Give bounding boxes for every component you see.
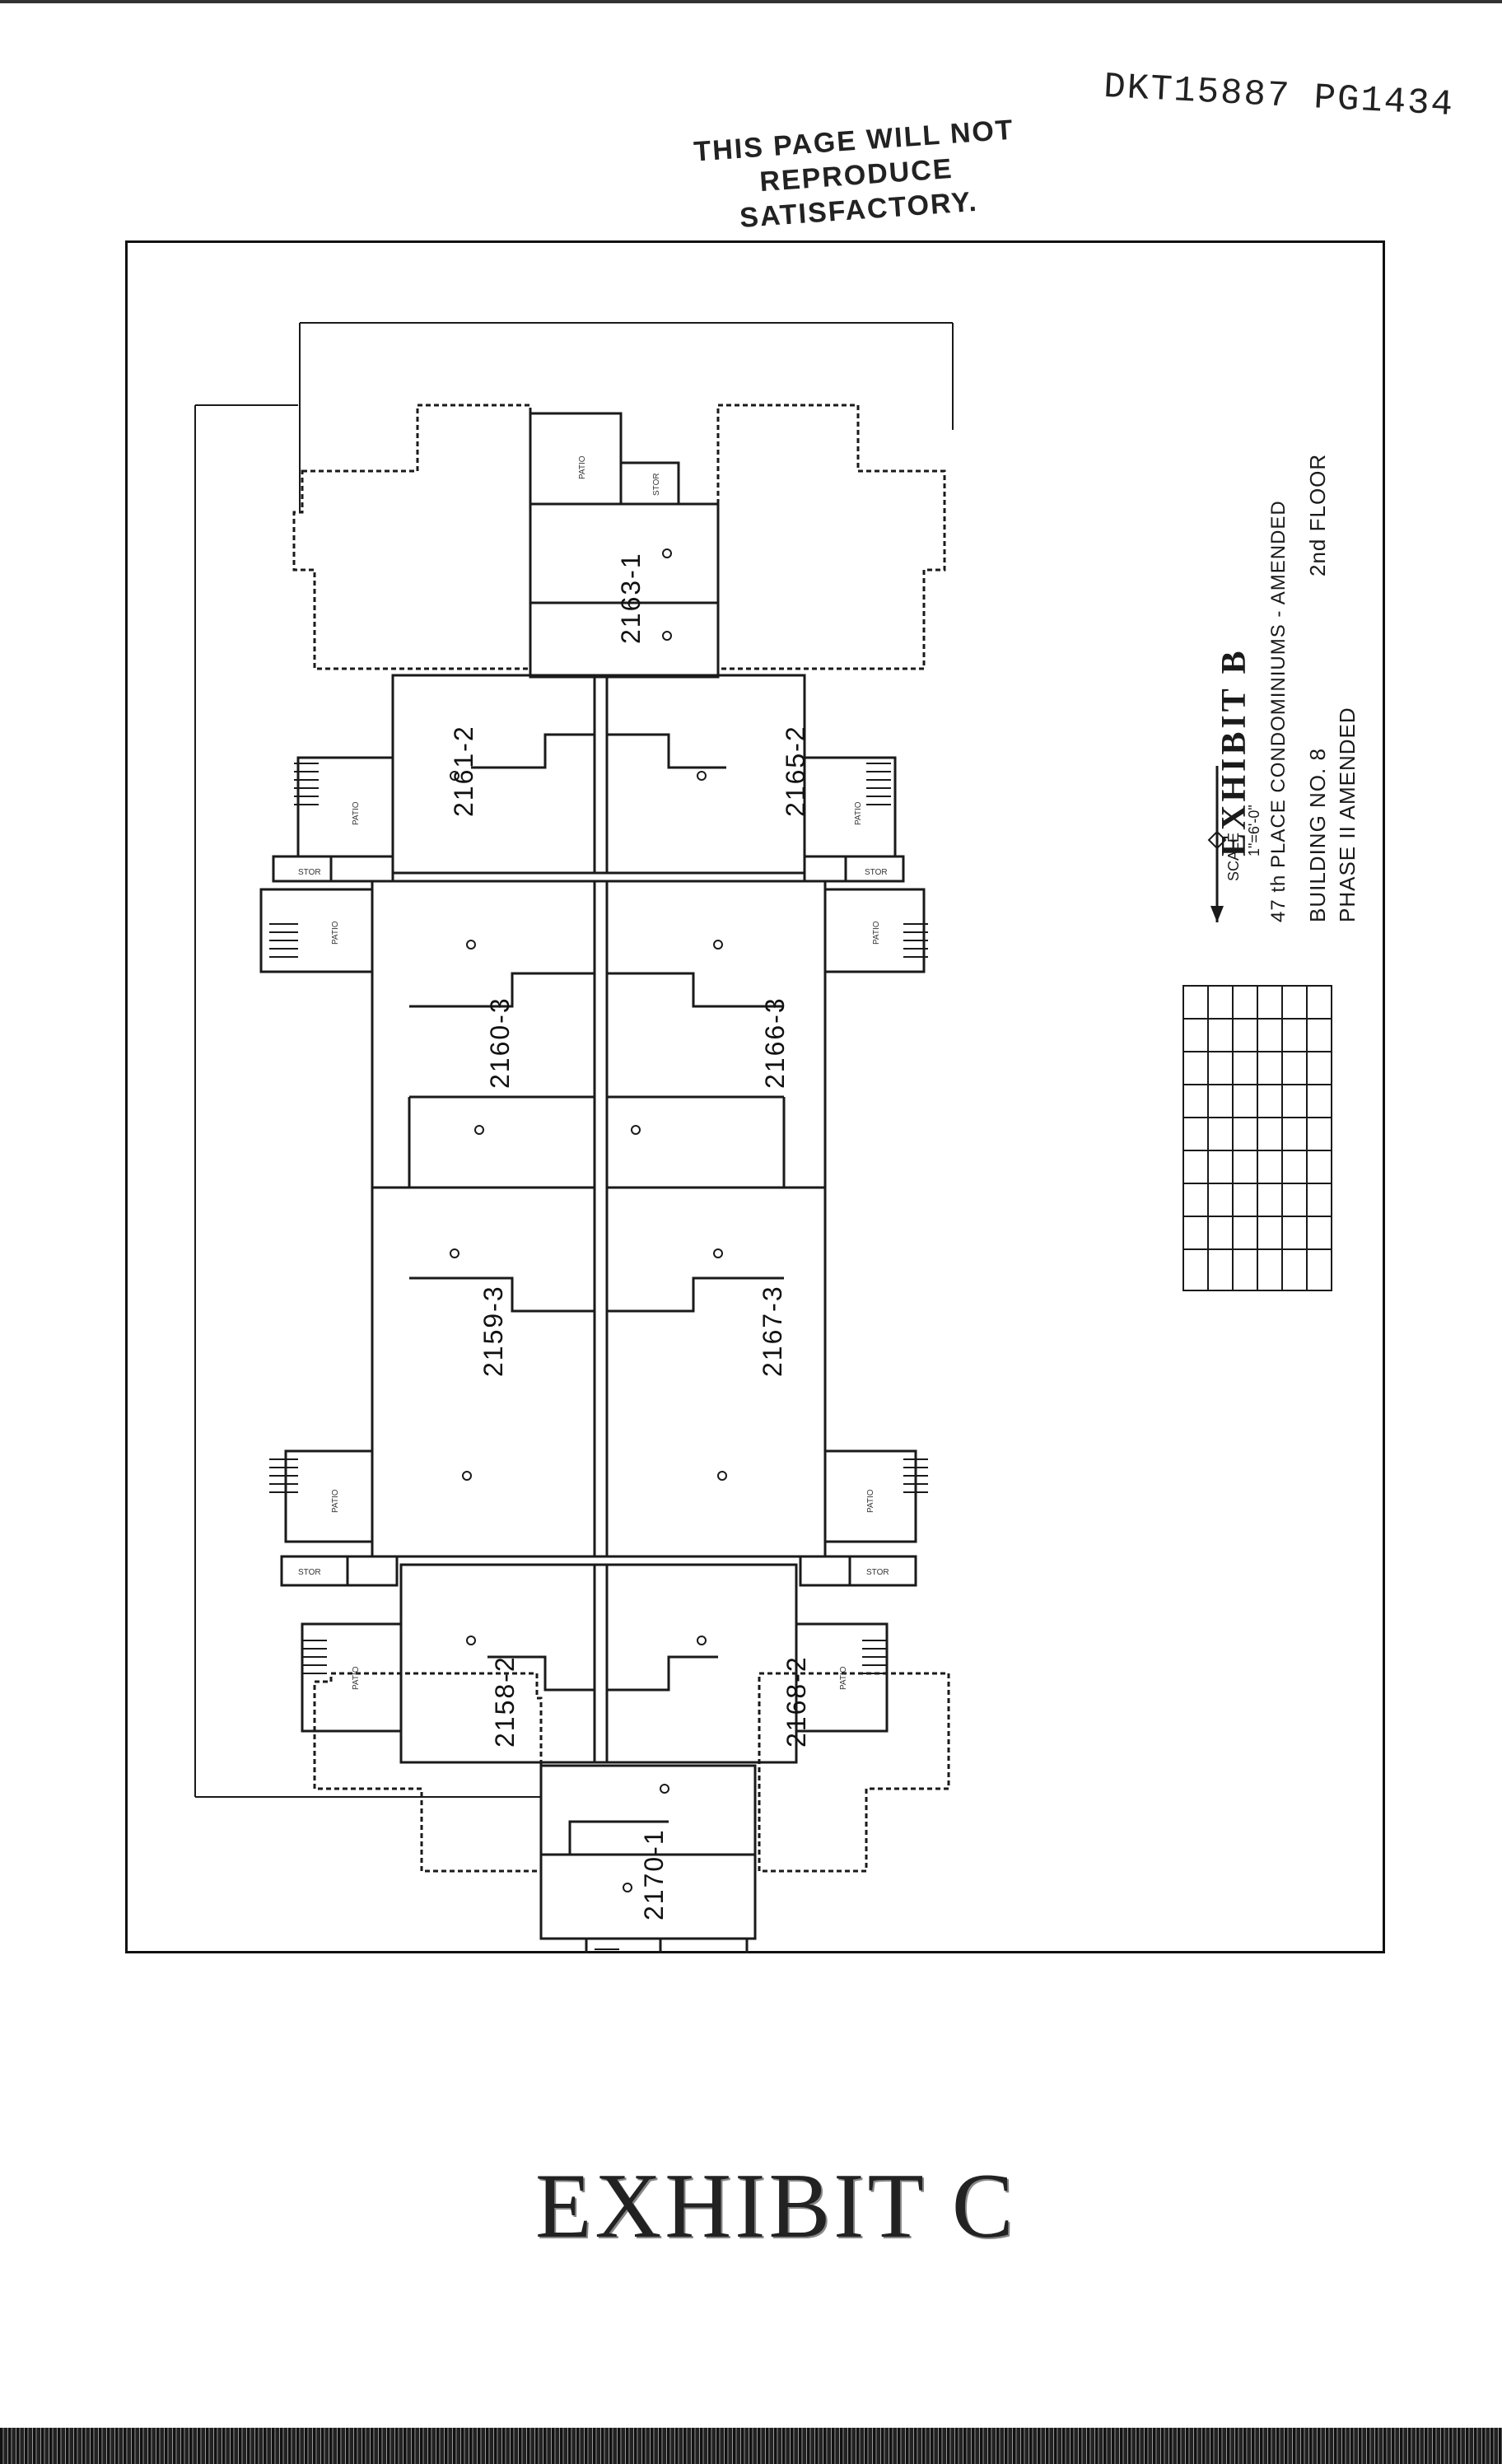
room-label-patio: PATIO <box>854 801 863 825</box>
room-label-stor: STOR <box>298 1568 321 1577</box>
scan-edge-top <box>0 0 1502 3</box>
patio-2170-1 <box>659 1937 749 1953</box>
patio-2158-2 <box>301 1622 403 1733</box>
unit-label-2167-3: 2167-3 <box>758 1285 787 1377</box>
drawing-sheet-border <box>125 240 1385 1953</box>
room-label-patio: PATIO <box>839 1666 848 1690</box>
room-label-stor: STOR <box>652 473 661 496</box>
scale-label: SCALE <box>1225 832 1242 881</box>
unit-label-2165-2: 2165-2 <box>781 725 810 817</box>
title-subtitle: 47 th PLACE CONDOMINIUMS - AMENDED <box>1267 500 1290 922</box>
adjacent-unit-lower-left <box>313 1672 543 1873</box>
patio-2159-3 <box>284 1449 374 1543</box>
scan-edge-bottom <box>0 2428 1502 2464</box>
patio-2166-3 <box>823 888 926 973</box>
scale-indicator: SCALE 1"=6'-0" <box>1201 758 1266 931</box>
unit-label-2163-1: 2163-1 <box>616 552 646 644</box>
room-label-patio: PATIO <box>872 921 881 945</box>
room-label-patio: PATIO <box>352 1666 361 1690</box>
north-arrow-icon <box>1207 766 1227 922</box>
adjacent-unit-lower-right <box>758 1672 950 1873</box>
unit-label-2168-2: 2168-2 <box>781 1655 811 1748</box>
room-label-stor: STOR <box>865 868 888 877</box>
room-label-patio: PATIO <box>866 1489 875 1513</box>
title-block: EXHIBIT B 47 th PLACE CONDOMINIUMS - AME… <box>1198 264 1388 1087</box>
room-label-stor: STOR <box>866 1568 889 1577</box>
patio-2163-1 <box>529 412 623 506</box>
docket-stamp: DKT15887 PG1434 <box>1102 66 1456 127</box>
patio-2160-3 <box>259 888 374 973</box>
adjacent-unit-upper-right <box>716 404 946 670</box>
patio-2168-2 <box>795 1622 889 1733</box>
reproduction-warning-stamp: THIS PAGE WILL NOT REPRODUCE SATISFACTOR… <box>655 110 1057 240</box>
unit-label-2158-2: 2158-2 <box>490 1655 520 1748</box>
adjacent-unit-upper-left <box>292 404 532 670</box>
unit-legend-table <box>1182 985 1332 1291</box>
room-label-patio: PATIO <box>578 455 587 479</box>
room-label-patio: PATIO <box>331 921 340 945</box>
floor-plan: 2163-1 2161-2 2165-2 2160-3 2166-3 2159-… <box>194 322 1332 1953</box>
patio-2167-3 <box>823 1449 917 1543</box>
title-floor: 2nd FLOOR <box>1305 453 1330 576</box>
unit-label-2161-2: 2161-2 <box>449 725 478 817</box>
title-building: BUILDING NO. 8 <box>1305 748 1330 922</box>
unit-label-2159-3: 2159-3 <box>478 1285 508 1377</box>
unit-label-2166-3: 2166-3 <box>760 996 790 1089</box>
room-label-stor: STOR <box>298 868 321 877</box>
unit-label-2170-1: 2170-1 <box>639 1828 669 1920</box>
room-label-patio: PATIO <box>331 1489 340 1513</box>
unit-block-center <box>371 880 827 1558</box>
title-phase: PHASE II AMENDED <box>1335 707 1360 922</box>
unit-label-2160-3: 2160-3 <box>485 996 515 1089</box>
exhibit-c-label: EXHIBIT C <box>535 2155 1017 2257</box>
scale-value: 1"=6'-0" <box>1246 805 1262 856</box>
unit-block-2158-2168 <box>399 1563 798 1764</box>
room-label-patio: PATIO <box>352 801 361 825</box>
